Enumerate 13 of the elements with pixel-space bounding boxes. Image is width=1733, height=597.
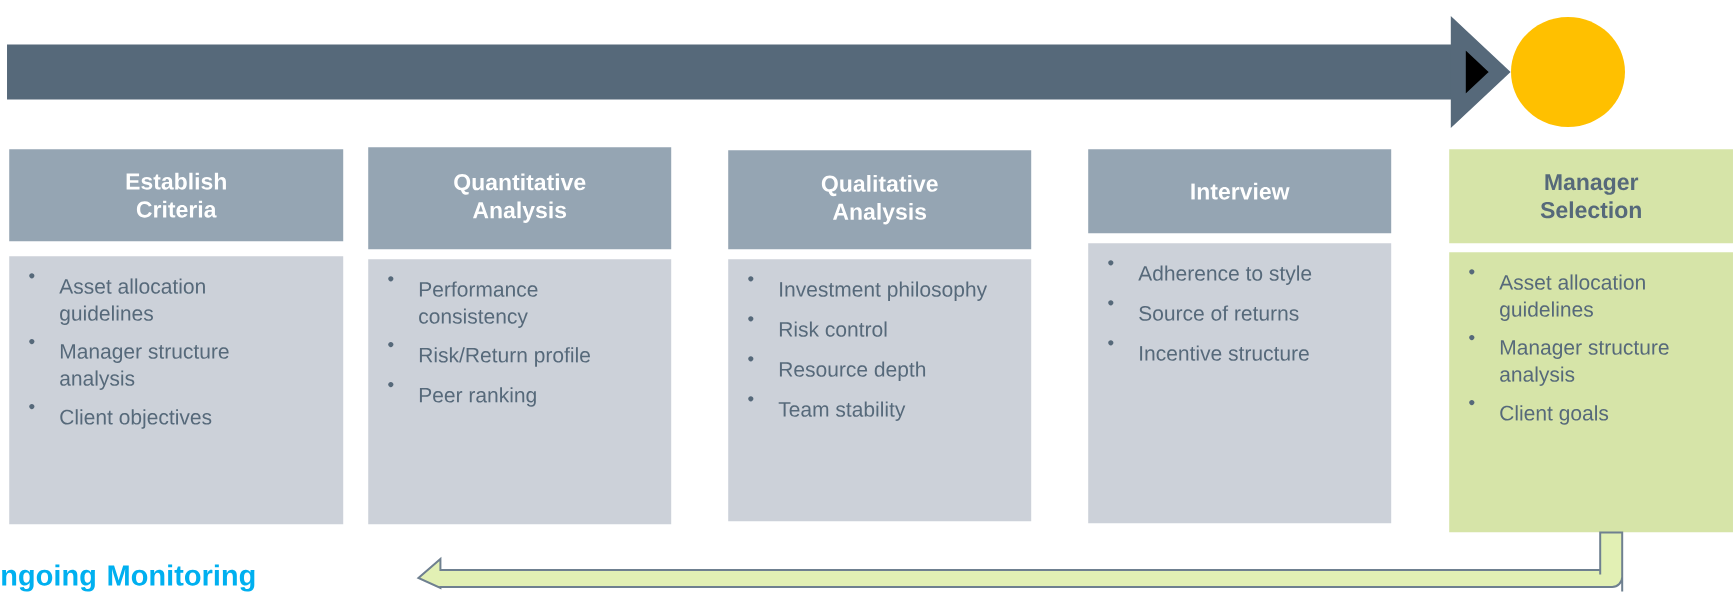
circle-marker: [1511, 17, 1625, 127]
header-box: Quantitative Analysis: [368, 147, 672, 250]
bullet-list-box: Investment philosophy Risk control Resource depth Team stability: [728, 259, 1032, 522]
bullet-list-box: Asset allocation guidelines Manager structure analysis Client objectives: [9, 256, 344, 525]
return-arrow: [417, 531, 1624, 593]
monitoring-label: ngoing Monitoring: [2, 564, 255, 592]
bullet-list-box: Performance consistency Risk/Return profile Peer ranking: [368, 259, 672, 525]
bullet-list-box: Adherence to style Source of returns Incentive structure: [1088, 243, 1392, 524]
header-box: Qualitative Analysis: [728, 150, 1032, 250]
header-box: Interview: [1088, 149, 1392, 234]
bullet-list-box: Asset allocation guidelines Manager structure analysis Client goals: [1449, 252, 1733, 533]
header-box: Manager Selection: [1449, 149, 1733, 244]
header-box: Establish Criteria: [9, 149, 344, 242]
